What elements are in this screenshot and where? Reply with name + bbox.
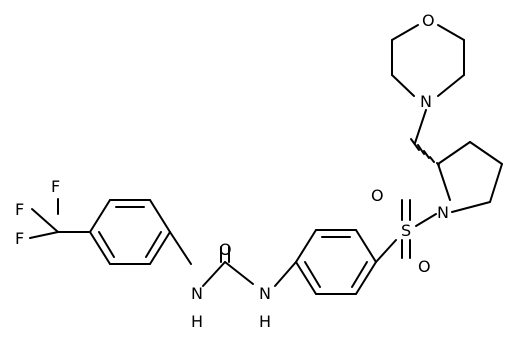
- urea-nh-right-label: N: [259, 284, 271, 303]
- ring2-inner-bond-3: [304, 261, 321, 288]
- ring1-bond-c: [149, 199, 171, 233]
- hash-3: [423, 150, 430, 159]
- bond-aryl-nh-left: [169, 231, 192, 265]
- fluorine-left-label: F: [15, 200, 24, 219]
- hash-1: [436, 162, 440, 166]
- sulfonyl-group: [375, 199, 437, 263]
- morpholine-bond-4: [437, 24, 465, 41]
- ring1-inner-bond-3: [98, 231, 115, 258]
- ring1-bond-f: [89, 231, 111, 265]
- ring1-bond-a: [89, 199, 111, 233]
- ring2-bond-c: [355, 229, 377, 263]
- fluorine-bottom-label: F: [15, 229, 24, 248]
- pyrrolidine-nitrogen-label: N: [437, 203, 449, 222]
- bond-cf-bottom: [29, 231, 59, 239]
- bond-ch2-morpholine: [414, 109, 427, 144]
- sulfur-label: S: [401, 221, 411, 240]
- bond-nh-right-aryl: [274, 261, 297, 287]
- hash-5: [410, 138, 420, 151]
- bond-sulfur-nitrogen: [415, 213, 437, 227]
- ring2-inner-bond-2: [351, 261, 368, 288]
- bond-carbonyl-nh-right: [224, 261, 254, 285]
- sulfonyl-oxygen-top-label: O: [371, 186, 384, 205]
- urea-nh-left-h-label: H: [191, 312, 203, 331]
- pyrrolidine-bond-3: [469, 141, 503, 165]
- bond-aryl-sulfur: [375, 239, 397, 263]
- urea-nh-right-h-label: H: [259, 312, 271, 331]
- ring2-bond-f: [295, 261, 317, 295]
- bond-nh-left-carbonyl: [202, 261, 226, 287]
- sulfonyl-oxygen-bottom-label: O: [418, 257, 431, 276]
- urea-linker: [169, 231, 297, 287]
- hash-2: [429, 156, 435, 163]
- morpholine-oxygen-label: O: [422, 11, 435, 30]
- morpholine-nitrogen-label: N: [420, 92, 432, 111]
- fluorine-top-label: F: [51, 177, 60, 196]
- benzene-ring-left: [89, 199, 171, 265]
- urea-oxygen-label: O: [219, 240, 232, 259]
- bond-cf-left: [31, 208, 59, 233]
- pyrrolidine-bond-5: [451, 201, 491, 213]
- benzene-ring-right: [295, 229, 377, 295]
- morpholine-ring: [391, 24, 465, 97]
- morpholine-bond-6: [437, 74, 465, 97]
- morpholine-bond-1: [391, 74, 415, 97]
- pyrrolidine-bond-1: [437, 163, 451, 201]
- hashed-stereo-bond: [410, 138, 440, 166]
- urea-nh-left-label: N: [191, 284, 203, 303]
- pyrrolidine-ring: [437, 141, 503, 213]
- pyrrolidine-bond-4: [489, 163, 503, 203]
- morpholine-bond-3: [391, 24, 419, 41]
- ring2-bond-a: [295, 229, 317, 263]
- ring1-inner-bond-2: [145, 231, 162, 258]
- hash-4: [417, 144, 425, 155]
- ring2-bond-d: [355, 261, 377, 295]
- ring1-bond-d: [149, 231, 171, 265]
- pyrrolidine-bond-2: [437, 141, 471, 165]
- trifluoromethyl-group: [29, 198, 91, 239]
